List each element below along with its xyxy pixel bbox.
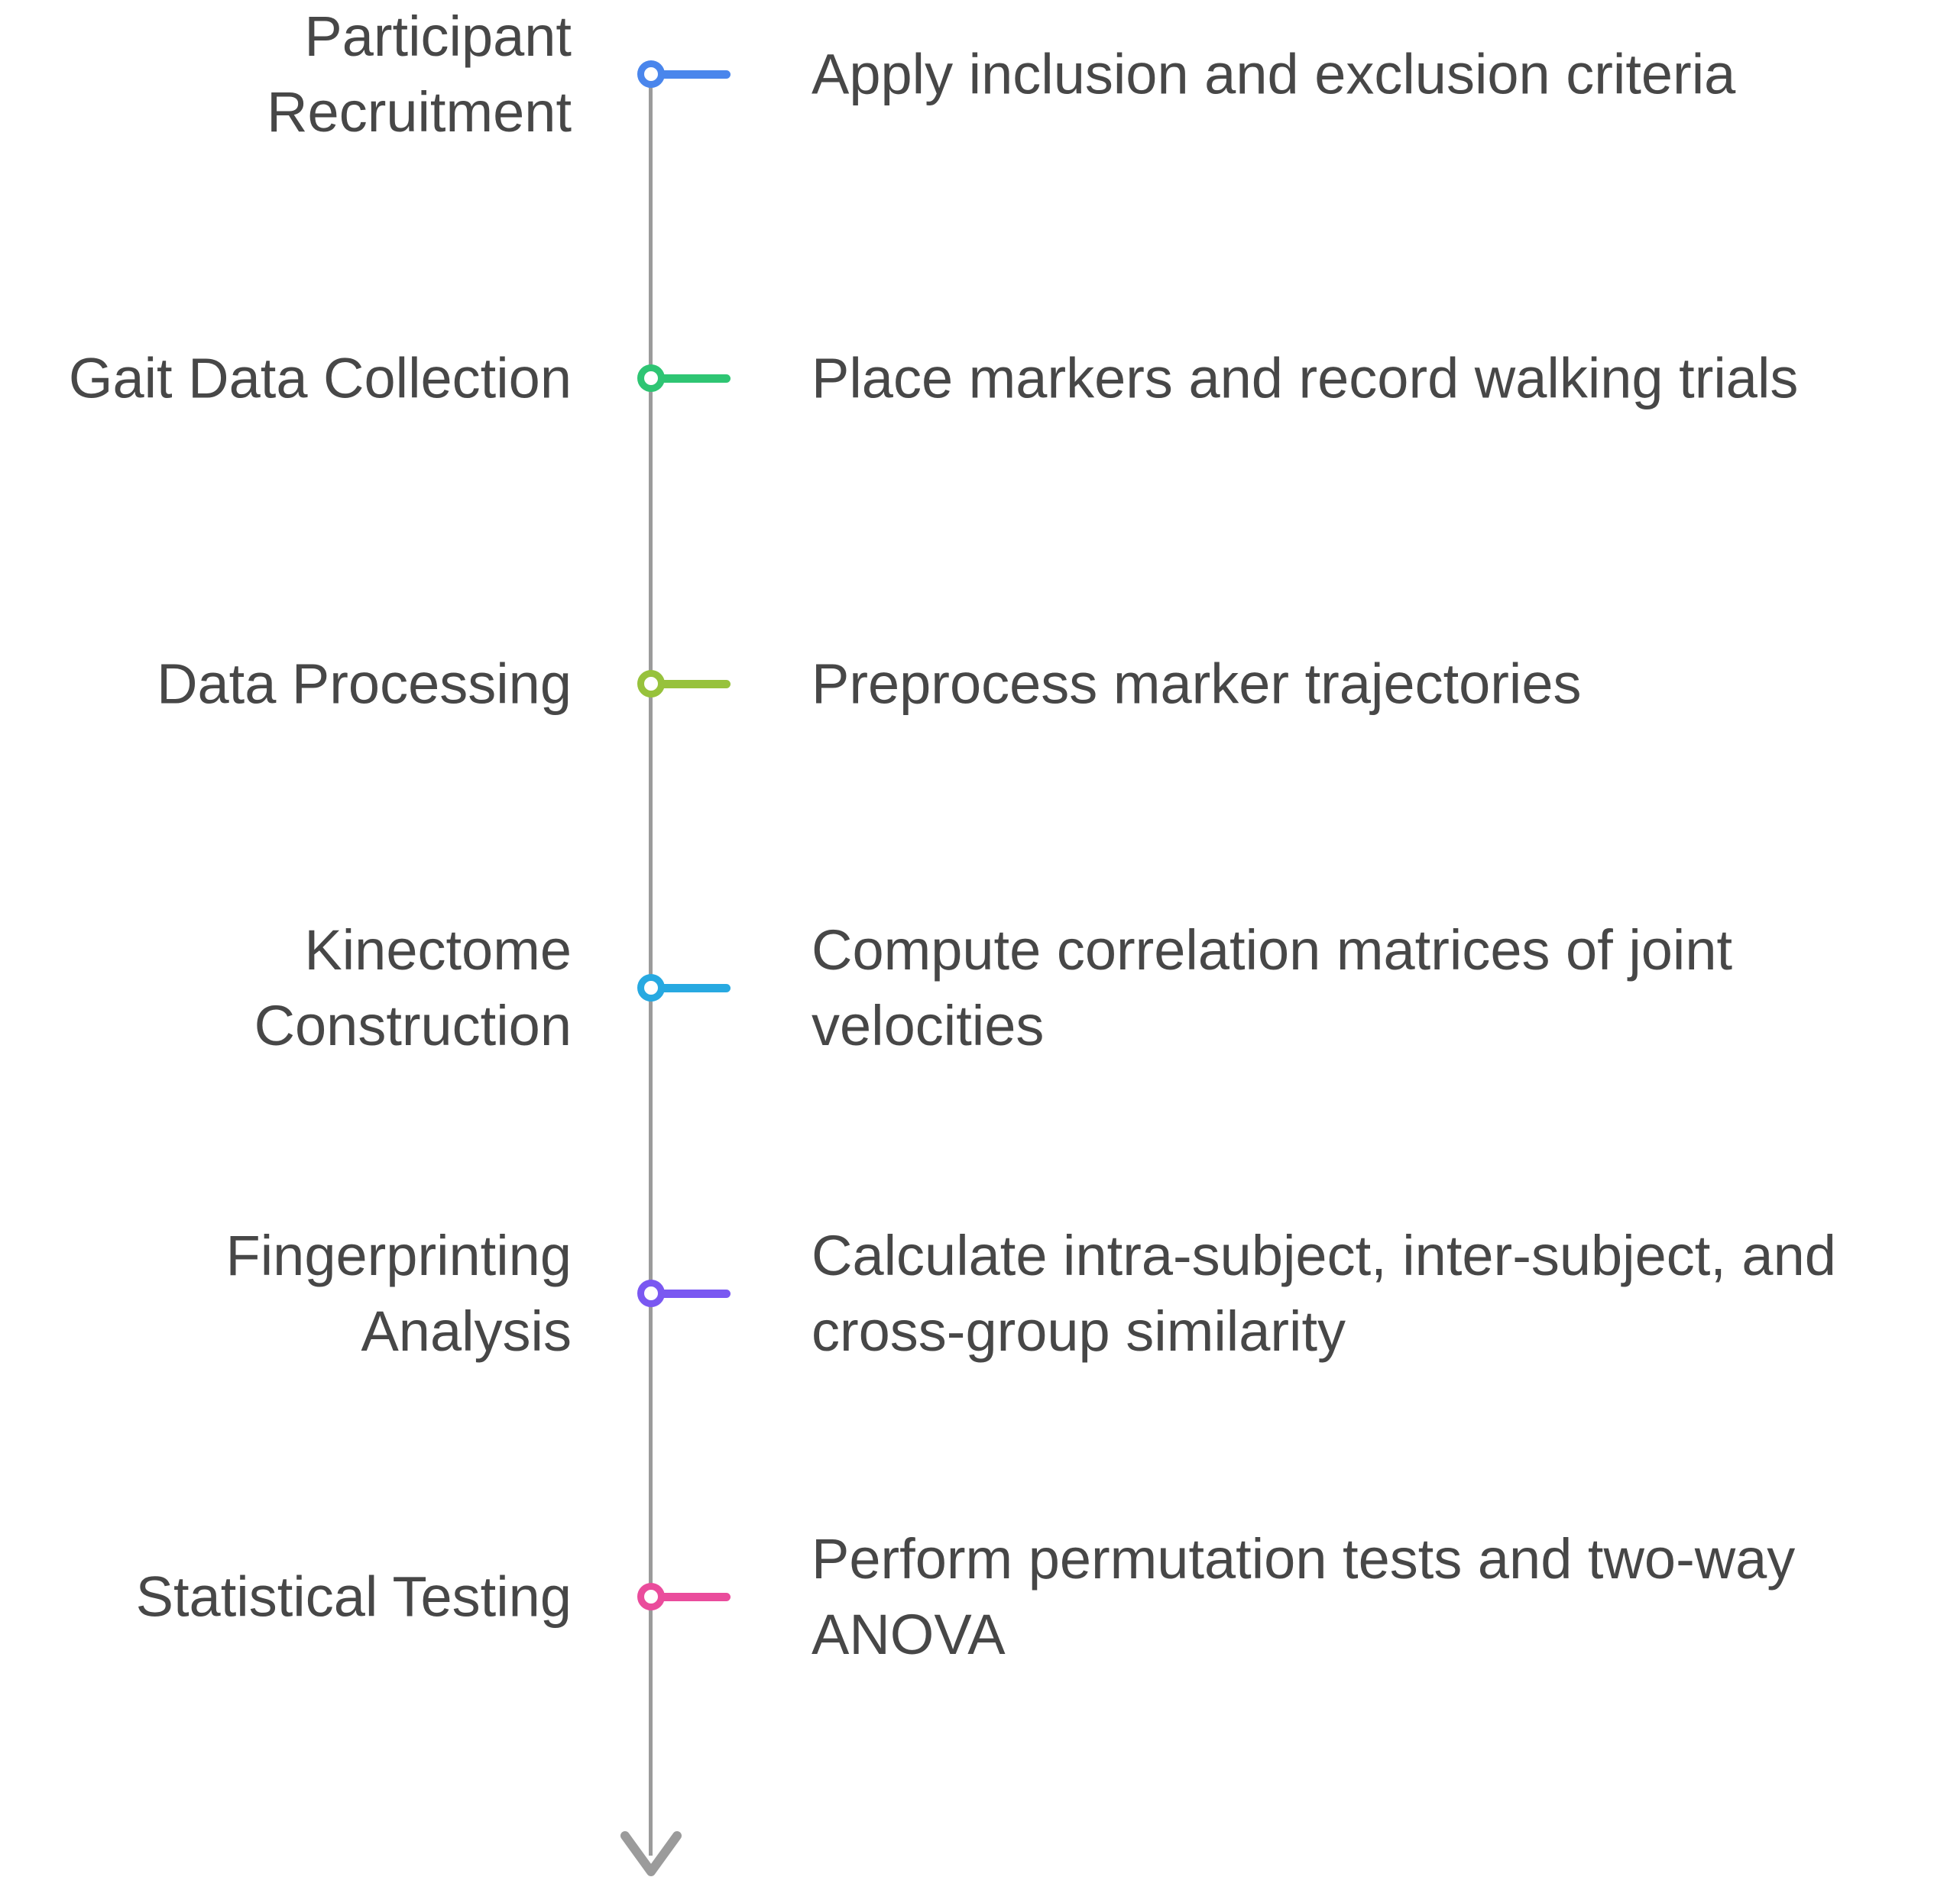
step-description: Calculate intra-subject, inter-subject, … [812,1224,1836,1363]
timeline-spine-line [649,74,653,1856]
step-node-circle [637,1280,665,1307]
step-description: Preprocess marker trajectories [812,652,1582,716]
step-label: Fingerprinting Analysis [225,1224,572,1363]
step-node-circle [637,364,665,392]
step-connector-line [651,984,731,992]
step-label: Kinectome Construction [254,918,572,1057]
step-label: Data Processing [157,652,572,716]
step-node-circle [637,670,665,697]
step-label: Participant Recruitment [267,5,572,144]
step-description: Compute correlation matrices of joint ve… [812,918,1733,1057]
step-connector-line [651,70,731,79]
step-connector-line [651,1290,731,1298]
step-connector-line [651,1593,731,1601]
step-node-circle [637,60,665,88]
step-node-circle [637,974,665,1002]
step-connector-line [651,374,731,383]
step-label: Gait Data Collection [68,346,572,410]
step-description: Place markers and record walking trials [812,346,1799,410]
step-description: Perform permutation tests and two-way AN… [812,1527,1796,1666]
step-node-circle [637,1583,665,1610]
step-connector-line [651,680,731,688]
step-label: Statistical Testing [135,1565,572,1629]
step-description: Apply inclusion and exclusion criteria [812,42,1736,106]
down-arrow-icon [620,1831,682,1876]
